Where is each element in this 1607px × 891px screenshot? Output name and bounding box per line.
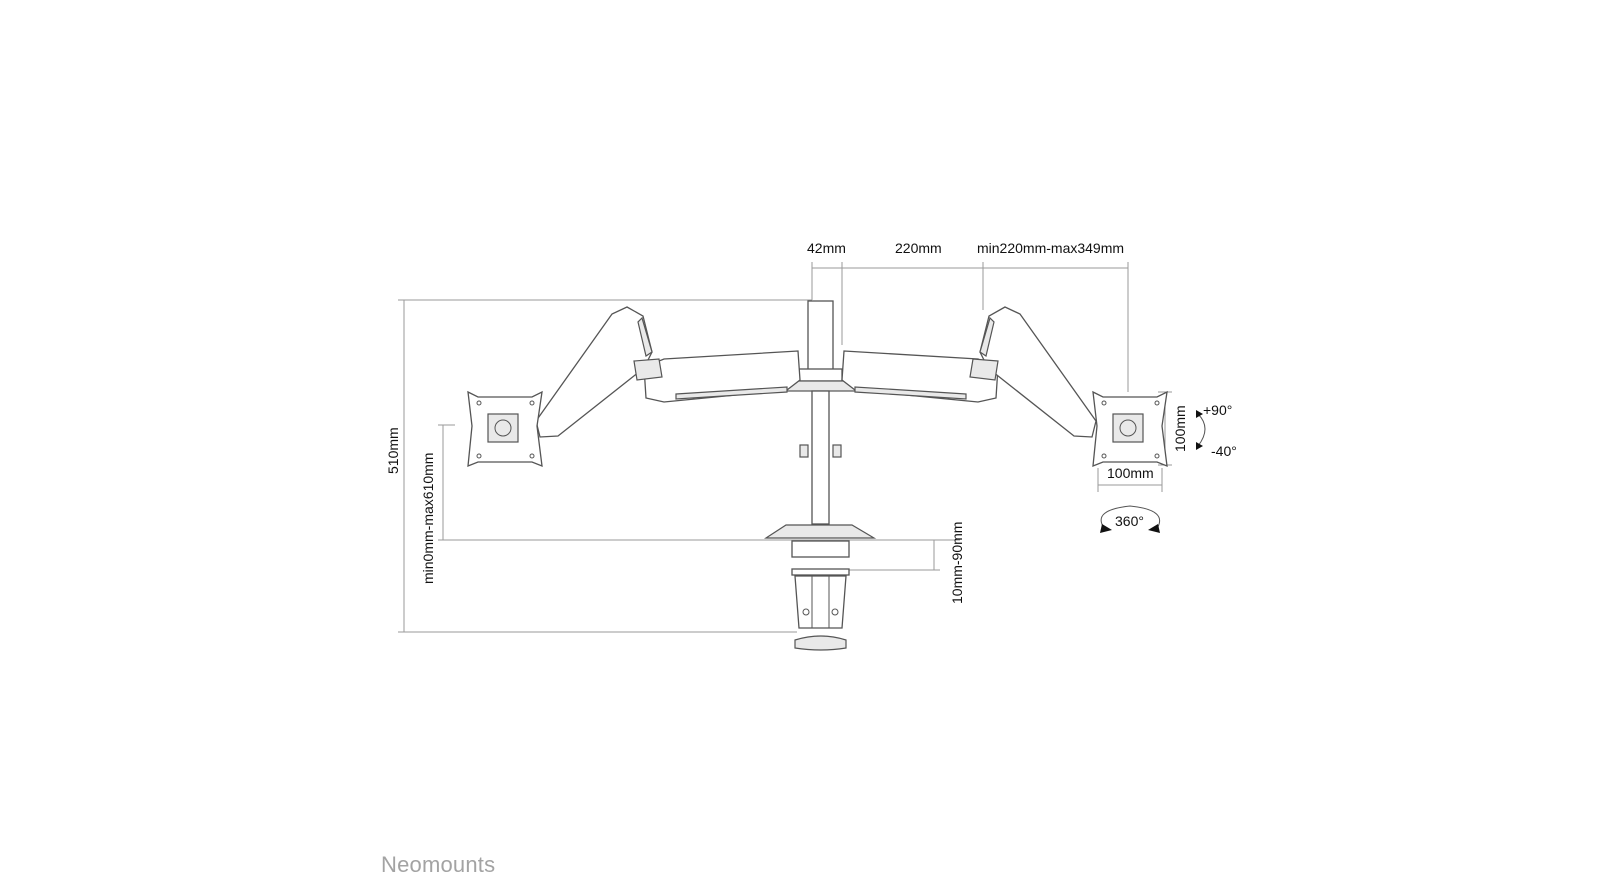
left-arm [535, 306, 801, 438]
label-outer-arm: min220mm-max349mm [977, 240, 1124, 256]
label-inner-arm: 220mm [895, 240, 942, 256]
dimension-labels: 42mm 220mm min220mm-max349mm 510mm min0m… [385, 240, 1237, 604]
label-desk-thickness: 10mm-90mm [949, 522, 965, 604]
brand-logo: Neomounts [381, 852, 496, 877]
label-pole-width: 42mm [807, 240, 846, 256]
label-swivel: 360° [1115, 513, 1144, 529]
tilt-arrow-icon [1196, 410, 1206, 450]
label-tilt-down: -40° [1211, 443, 1237, 459]
label-height-adjust: min0mm-max610mm [420, 453, 436, 584]
left-vesa-plate [467, 390, 543, 468]
label-total-height: 510mm [385, 427, 401, 474]
label-vesa-height: 100mm [1172, 405, 1188, 452]
swivel-arrow-icon [1100, 505, 1161, 533]
pole-assembly [763, 300, 877, 651]
right-vesa-plate [1092, 390, 1168, 468]
label-vesa-width: 100mm [1107, 465, 1154, 481]
label-tilt-up: +90° [1203, 402, 1232, 418]
right-arm [841, 306, 1097, 438]
